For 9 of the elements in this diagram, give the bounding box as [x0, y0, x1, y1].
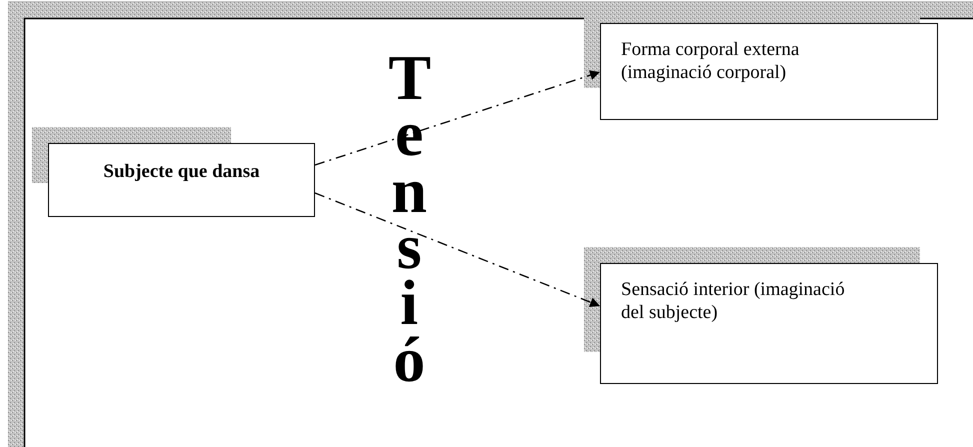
- text-box: [600, 23, 938, 120]
- box-text: Forma corporal externa (imaginació corporal): [621, 38, 800, 84]
- box-text: Sensació interior (imaginació del subjecte): [621, 278, 846, 324]
- text-box: [48, 143, 315, 217]
- dash-dot-arrow: [314, 192, 600, 307]
- text-box: [600, 263, 938, 384]
- vertical-title: Tensió: [387, 50, 452, 388]
- dash-dot-arrow: [314, 70, 600, 166]
- box-text: Subjecte que dansa: [102, 160, 261, 183]
